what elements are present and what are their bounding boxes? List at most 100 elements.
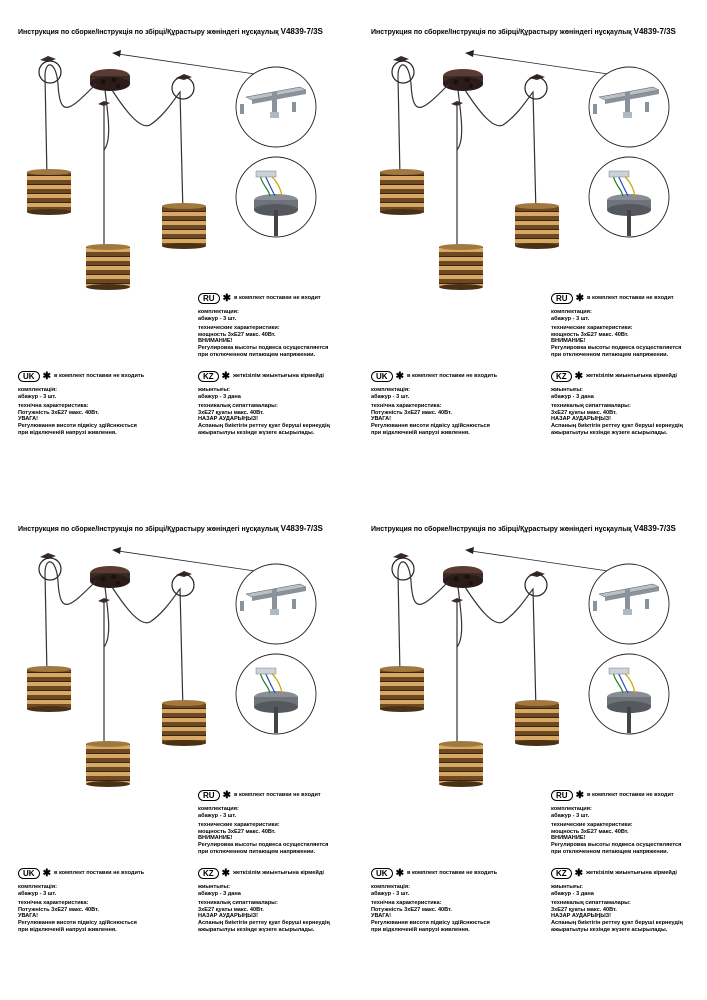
ru-warning: ВНИМАНИЕ! [198, 835, 233, 842]
uk-note-2: при відключеній напрузі живлення. [18, 926, 117, 933]
uk-section: UK✱в комплект поставки не входить компле… [371, 868, 497, 933]
ru-kit-label: комплектация: [198, 309, 239, 315]
uk-specs-label: технічна характеристика: [18, 900, 89, 907]
kz-kit-value: абажур - 3 дана [551, 393, 594, 400]
uk-not-included: в комплект поставки не входить [406, 870, 498, 877]
kz-warning: НАЗАР АУДАРЫҢЫЗ! [551, 416, 612, 423]
ru-kit-value: абажур - 3 шт. [198, 812, 237, 819]
model-number: V4839-7/3S [633, 524, 676, 533]
ru-warning: ВНИМАНИЕ! [551, 835, 586, 842]
kz-specs-label: техникалық сипаттамалары: [551, 900, 631, 907]
uk-kit-label: комплектація: [18, 884, 57, 890]
ru-not-included: в комплект поставки не входит [586, 295, 674, 302]
uk-not-included: в комплект поставки не входить [406, 373, 498, 380]
ru-specs-label: технические характеристики: [551, 325, 633, 332]
uk-specs-value: Потужність 3хЕ27 макс. 40Вт. [18, 409, 99, 416]
ru-badge: RU [198, 790, 220, 801]
ru-section: RU✱в комплект поставки не входит комплек… [198, 790, 328, 855]
asterisk-icon: ✱ [222, 790, 231, 801]
uk-note-1: Регулювання висоти підвісу здійснюється [18, 422, 137, 429]
uk-kit-label: комплектація: [371, 387, 410, 393]
ru-section: RU✱в комплект поставки не входит комплек… [198, 293, 328, 358]
ru-kit-label: комплектация: [551, 806, 592, 812]
page-title: Инструкция по сборке/Інструкція по збірц… [18, 27, 323, 36]
kz-warning: НАЗАР АУДАРЫҢЫЗ! [198, 913, 259, 920]
uk-badge: UK [371, 371, 393, 382]
uk-badge: UK [371, 868, 393, 879]
kz-kit-label: жиынтығы: [551, 884, 584, 890]
assembly-illustration [379, 49, 670, 290]
uk-note-2: при відключеній напрузі живлення. [371, 429, 470, 436]
uk-warning: УВАГА! [18, 913, 39, 920]
assembly-illustration [26, 49, 317, 290]
title-text: Инструкция по сборке/Інструкція по збірц… [18, 29, 279, 36]
kz-section: KZ✱жеткізілім жиынтығына кірмейді жиынты… [551, 868, 683, 933]
ru-note-1: Регулировка высоты подвеса осуществляетс… [198, 841, 329, 848]
kz-kit-value: абажур - 3 дана [551, 890, 594, 897]
kz-specs-label: техникалық сипаттамалары: [198, 403, 278, 410]
ru-note-2: при отключенном питающем напряжении. [551, 848, 669, 855]
ru-note-1: Регулировка высоты подвеса осуществляетс… [551, 344, 682, 351]
uk-note-2: при відключеній напрузі живлення. [18, 429, 117, 436]
uk-specs-value: Потужність 3хЕ27 макс. 40Вт. [18, 906, 99, 913]
uk-kit-value: абажур - 3 шт. [18, 890, 57, 897]
asterisk-icon: ✱ [221, 868, 231, 879]
asterisk-icon: ✱ [575, 790, 584, 801]
ru-specs-label: технические характеристики: [198, 822, 280, 829]
uk-badge: UK [18, 371, 40, 382]
uk-kit-label: комплектація: [371, 884, 410, 890]
uk-kit-value: абажур - 3 шт. [371, 393, 410, 400]
ru-note-2: при отключенном питающем напряжении. [198, 848, 316, 855]
ru-specs-label: технические характеристики: [198, 325, 280, 332]
ru-kit-value: абажур - 3 шт. [551, 315, 590, 322]
asterisk-icon: ✱ [42, 371, 51, 382]
uk-kit-value: абажур - 3 шт. [18, 393, 57, 400]
uk-note-2: при відключеній напрузі живлення. [371, 926, 470, 933]
ru-specs-label: технические характеристики: [551, 822, 633, 829]
uk-warning: УВАГА! [371, 416, 392, 423]
kz-not-included: жеткізілім жиынтығына кірмейді [233, 870, 324, 877]
uk-note-1: Регулювання висоти підвісу здійснюється [18, 919, 137, 926]
kz-note-1: Аспаның биіктігін реттеу қуат беруші кер… [551, 422, 683, 429]
page-title: Инструкция по сборке/Інструкція по збірц… [371, 27, 676, 36]
kz-note-2: ажыратылуы кезінде жүзеге асырылады. [551, 429, 668, 436]
kz-not-included: жеткізілім жиынтығына кірмейді [586, 373, 677, 380]
kz-specs-value: 3хЕ27 қуаты макс. 40Вт. [198, 906, 264, 913]
title-text: Инструкция по сборке/Інструкція по збірц… [371, 526, 632, 533]
uk-not-included: в комплект поставки не входить [53, 373, 145, 380]
kz-warning: НАЗАР АУДАРЫҢЫЗ! [198, 416, 259, 423]
asterisk-icon: ✱ [222, 293, 231, 304]
ru-warning: ВНИМАНИЕ! [551, 338, 586, 345]
uk-specs-label: технічна характеристика: [371, 900, 442, 907]
kz-section: KZ✱жеткізілім жиынтығына кірмейді жиынты… [551, 371, 683, 436]
ru-specs-value: мощность 3хЕ27 макс. 40Вт. [198, 828, 276, 835]
ru-kit-value: абажур - 3 шт. [198, 315, 237, 322]
uk-note-1: Регулювання висоти підвісу здійснюється [371, 422, 490, 429]
asterisk-icon: ✱ [574, 371, 584, 382]
ru-badge: RU [551, 790, 573, 801]
ru-note-2: при отключенном питающем напряжении. [198, 351, 316, 358]
model-number: V4839-7/3S [280, 524, 323, 533]
ru-badge: RU [198, 293, 220, 304]
kz-kit-label: жиынтығы: [551, 387, 584, 393]
uk-specs-label: технічна характеристика: [371, 403, 442, 410]
asterisk-icon: ✱ [395, 868, 404, 879]
ru-specs-value: мощность 3хЕ27 макс. 40Вт. [198, 331, 276, 338]
ru-specs-value: мощность 3хЕ27 макс. 40Вт. [551, 331, 629, 338]
uk-not-included: в комплект поставки не входить [53, 870, 145, 877]
kz-not-included: жеткізілім жиынтығына кірмейді [586, 870, 677, 877]
ru-not-included: в комплект поставки не входит [586, 792, 674, 799]
kz-section: KZ✱жеткізілім жиынтығына кірмейді жиынты… [198, 868, 330, 933]
ru-kit-value: абажур - 3 шт. [551, 812, 590, 819]
ru-note-1: Регулировка высоты подвеса осуществляетс… [198, 344, 329, 351]
kz-badge: KZ [198, 868, 219, 879]
kz-note-1: Аспаның биіктігін реттеу қуат беруші кер… [198, 422, 330, 429]
kz-badge: KZ [198, 371, 219, 382]
ru-kit-label: комплектация: [198, 806, 239, 812]
uk-warning: УВАГА! [371, 913, 392, 920]
uk-specs-value: Потужність 3хЕ27 макс. 40Вт. [371, 409, 452, 416]
instruction-panel-3: Инструкция по сборке/Інструкція по збірц… [0, 497, 352, 992]
kz-note-2: ажыратылуы кезінде жүзеге асырылады. [551, 926, 668, 933]
kz-note-1: Аспаның биіктігін реттеу қуат беруші кер… [551, 919, 683, 926]
kz-note-2: ажыратылуы кезінде жүзеге асырылады. [198, 926, 315, 933]
